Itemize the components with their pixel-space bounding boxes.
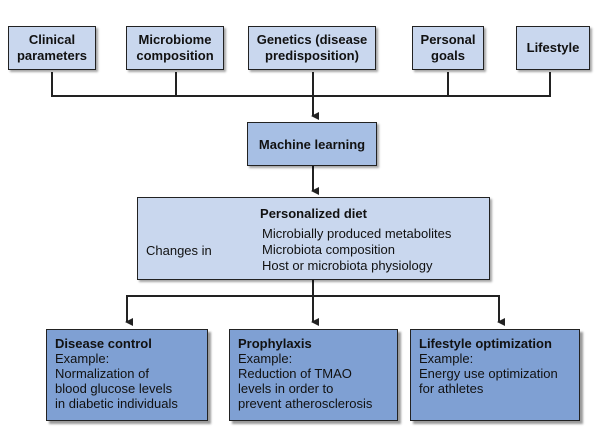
outcome-disease-control: Disease control Example: Normalization o… [46,329,208,421]
outcome-lifestyle-optimization: Lifestyle optimization Example: Energy u… [410,329,580,421]
outcome-example-label: Example: [238,351,293,366]
input-personal-goals: Personal goals [412,26,484,70]
input-genetics: Genetics (disease predisposition) [248,26,376,70]
machine-learning-box: Machine learning [247,122,377,166]
personalized-diet-title: Personalized diet [260,206,367,221]
outcome-text: Energy use optimization for athletes [419,366,558,396]
outcome-title: Prophylaxis [238,336,312,351]
personalized-diet-box: Personalized diet Changes in Microbially… [137,197,490,280]
outcome-title: Disease control [55,336,152,351]
input-microbiome-composition: Microbiome composition [126,26,224,70]
outcome-title: Lifestyle optimization [419,336,552,351]
change-item: Microbially produced metabolites [262,226,452,241]
input-lifestyle: Lifestyle [516,26,590,70]
outcome-text: Reduction of TMAO levels in order to pre… [238,366,373,411]
outcome-prophylaxis: Prophylaxis Example: Reduction of TMAO l… [229,329,398,421]
input-clinical-parameters: Clinical parameters [8,26,96,70]
change-item: Microbiota composition [262,242,395,257]
outcome-example-label: Example: [55,351,110,366]
outcome-text: Normalization of blood glucose levels in… [55,366,178,411]
change-item: Host or microbiota physiology [262,258,433,273]
changes-in-label: Changes in [146,243,212,258]
outcome-example-label: Example: [419,351,474,366]
